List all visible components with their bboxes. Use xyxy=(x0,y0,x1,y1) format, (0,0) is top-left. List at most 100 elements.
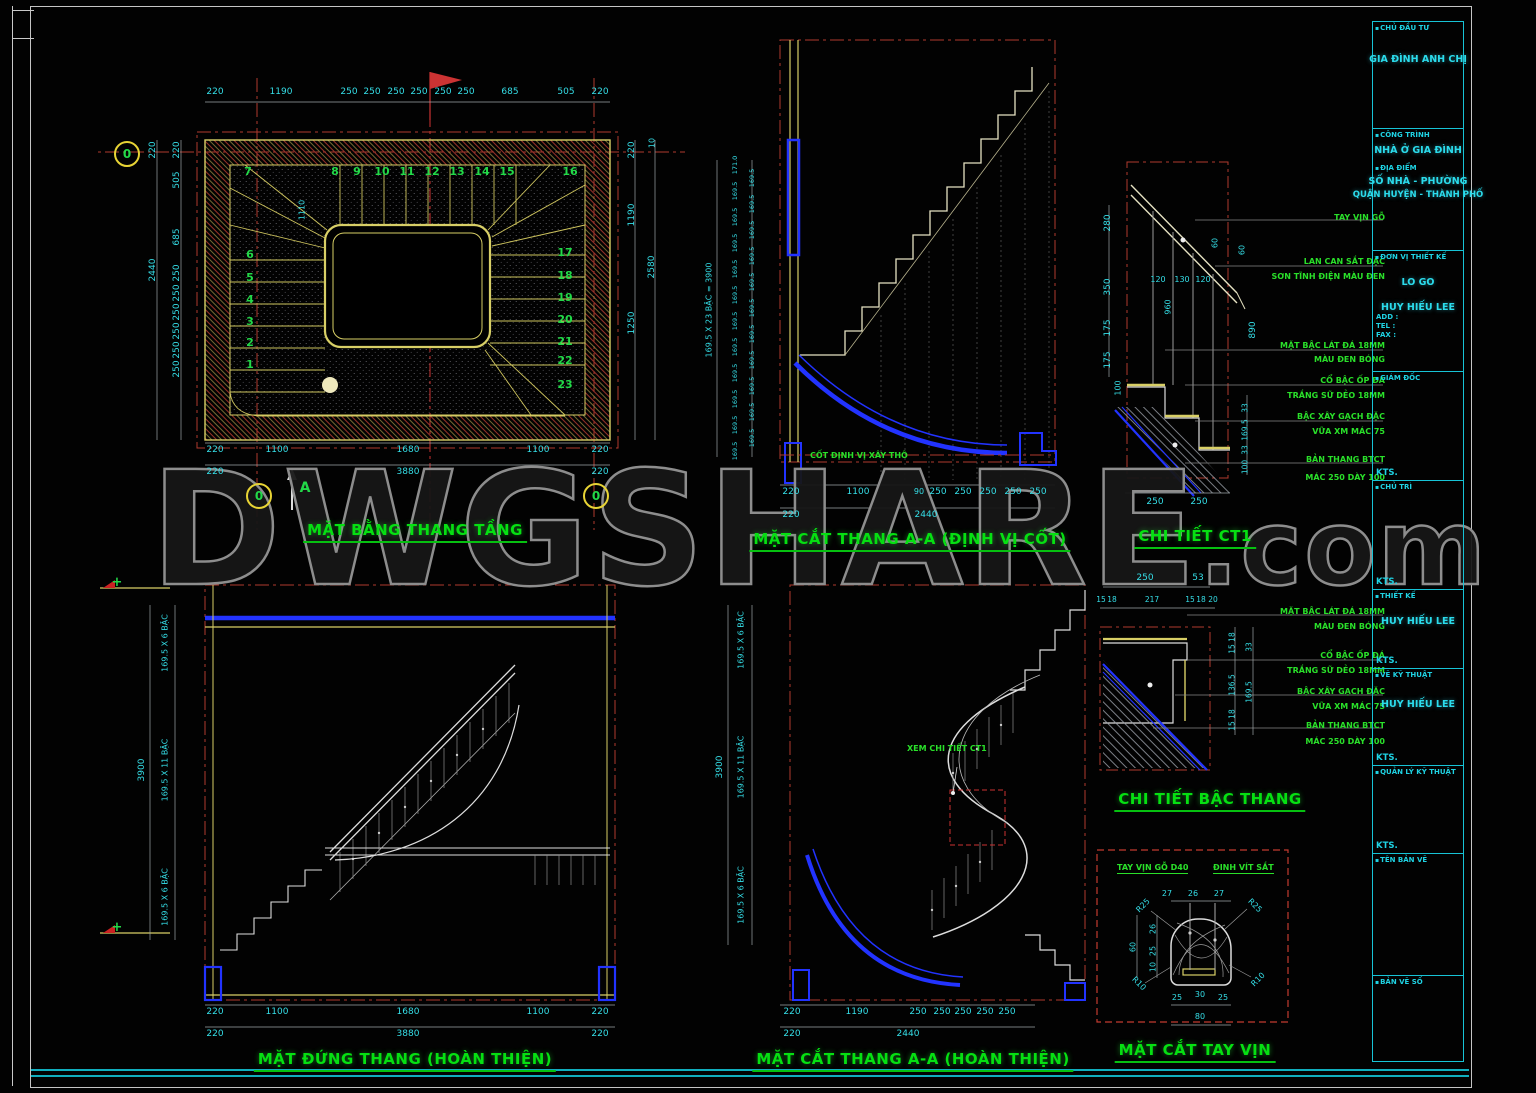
dim-label: 250 xyxy=(172,264,182,282)
label-rail-wood: TAY VỊN GỖ D40 xyxy=(1117,863,1189,874)
dim-label: 60 xyxy=(1128,941,1138,953)
label-riser-2: TRẮNG SỮ DẺO 18MM xyxy=(1287,666,1385,675)
dim-label: 175 xyxy=(1103,319,1113,337)
step-number: 22 xyxy=(557,354,573,367)
tb-cell-ve-ky-thuat: VẼ KỸ THUẬT HUY HIẾU LEE KTS. xyxy=(1372,668,1464,766)
step-number: 11 xyxy=(399,165,415,178)
tb-foot: KTS. xyxy=(1376,753,1398,763)
label-brick-2: VỮA XM MÁC 75 xyxy=(1312,427,1385,436)
frame-bottom-cyan-line-1 xyxy=(31,1069,1469,1071)
label-riser-2: TRẮNG SỮ DẺO 18MM xyxy=(1287,391,1385,400)
note-xem-chi-tiet: XEM CHI TIẾT CT1 xyxy=(907,744,987,753)
dim-label: 3900 xyxy=(715,755,725,779)
tb-value: NHÀ Ở GIA ĐÌNH xyxy=(1374,145,1462,156)
dim-label: 505 xyxy=(557,87,575,97)
dim-label: 15 18 xyxy=(1227,632,1237,654)
dim-label: 220 xyxy=(591,1007,609,1017)
tb-foot: KTS. xyxy=(1376,468,1398,478)
dim-label: 169.5 X 11 BẬC xyxy=(736,735,746,799)
dim-label: 1100 xyxy=(846,487,870,497)
step-number: 5 xyxy=(246,271,254,284)
title-block: CHỦ ĐẦU TƯ GIA ĐÌNH ANH CHỊ CÔNG TRÌNH N… xyxy=(1353,21,1483,1062)
dim-label: 2440 xyxy=(148,258,158,282)
label-slab: BẢN THANG BTCT xyxy=(1305,721,1385,730)
step-number: 4 xyxy=(246,293,254,306)
dim-label: 130 xyxy=(1174,275,1190,284)
label-brick-2: VỮA XM MÁC 75 xyxy=(1312,702,1385,711)
tb-value: HUY HIẾU LEE xyxy=(1381,616,1455,627)
dim-label: 25 xyxy=(1171,993,1183,1002)
dim-label: 33 xyxy=(1240,445,1250,455)
dim-label: 169.5 xyxy=(1240,419,1250,441)
dim-label: 15 xyxy=(1096,595,1106,604)
frame-bottom-cyan-line-2 xyxy=(31,1075,1469,1077)
dim-label: 27 xyxy=(1161,889,1173,898)
riser-dim: 169.5 xyxy=(731,415,739,435)
grid-marker-0-bottom-left: 0 xyxy=(246,483,272,509)
riser-dim: 169.5 xyxy=(748,402,756,422)
dim-label: 250 xyxy=(1146,497,1164,507)
step-number: 21 xyxy=(557,335,573,348)
tb-cell-chu-tri: CHỦ TRÌ KTS. xyxy=(1372,480,1464,590)
step-number: 23 xyxy=(557,378,573,391)
dim-label: 169.5 xyxy=(1244,681,1254,703)
tb-label: ĐỊA ĐIỂM xyxy=(1373,162,1417,172)
label-slab: BẢN THANG BTCT xyxy=(1305,455,1385,464)
riser-dim: 169.5 xyxy=(731,389,739,409)
dim-label: 250 xyxy=(172,322,182,340)
tb-label: BẢN VẼ SỐ xyxy=(1373,976,1423,986)
dim-label: 250 xyxy=(954,487,972,497)
dim-label: 220 xyxy=(782,510,800,520)
view-title-section-ht: MẶT CẮT THANG A-A (HOÀN THIỆN) xyxy=(752,1050,1074,1072)
dim-label: 120 xyxy=(1195,275,1211,284)
label-brick: BẬC XÂY GẠCH ĐẶC xyxy=(1297,412,1385,421)
tb-cell-ban-ve-so: BẢN VẼ SỐ xyxy=(1372,975,1464,1062)
dim-label: 1100 xyxy=(265,1007,289,1017)
tb-value-logo: LO GO xyxy=(1401,277,1435,288)
dim-label: 20 xyxy=(1208,595,1218,604)
step-number: 10 xyxy=(374,165,390,178)
step-number: 12 xyxy=(424,165,440,178)
tb-value-name: HUY HIẾU LEE xyxy=(1381,302,1455,313)
tb-cell-don-vi: ĐƠN VỊ THIẾT KẾ LO GO HUY HIẾU LEE ADD :… xyxy=(1372,250,1464,372)
label-slab-2: MÁC 250 DÀY 100 xyxy=(1305,473,1385,482)
dim-label: 250 xyxy=(979,487,997,497)
view-title-detail-ct1: CHI TIẾT CT1 xyxy=(1134,527,1256,549)
dim-label: 220 xyxy=(206,1007,224,1017)
detail-ct1-linework xyxy=(1108,161,1383,497)
dim-label: 10 xyxy=(1148,961,1158,973)
dim-label: 220 xyxy=(591,87,609,97)
dim-label: 220 xyxy=(783,1029,801,1039)
step-number: 9 xyxy=(353,165,361,178)
dim-label: 3880 xyxy=(396,1029,420,1039)
dim-label: 80 xyxy=(1194,1012,1206,1021)
view-detail-ct1: TAY VỊN GỖ LAN CAN SẮT ĐẶC SƠN TĨNH ĐIỆN… xyxy=(1095,145,1395,565)
dim-label: 26 xyxy=(1187,889,1199,898)
dim-label: 220 xyxy=(782,487,800,497)
riser-dim: 169.5 xyxy=(731,337,739,357)
dim-label: 175 xyxy=(1103,351,1113,369)
step-number: 19 xyxy=(557,291,573,304)
dim-label: 18 xyxy=(1107,595,1117,604)
dim-label: 169.5 X 6 BẬC xyxy=(736,866,746,924)
dim-label: 100 xyxy=(1240,459,1250,475)
dim-label: 220 xyxy=(148,141,158,159)
label-brick: BẬC XÂY GẠCH ĐẶC xyxy=(1297,687,1385,696)
dim-label: 1100 xyxy=(526,1007,550,1017)
dim-label: 3880 xyxy=(396,467,420,477)
dim-label: 60 xyxy=(1210,237,1220,249)
dim-label: 136.5 xyxy=(1227,674,1237,696)
view-section-ht: XEM CHI TIẾT CT1 3900 169.5 X 6 BẬC 169.… xyxy=(695,555,1105,1090)
dim-label: 220 xyxy=(206,87,224,97)
dim-label: 220 xyxy=(591,445,609,455)
dim-label: 169.5 X 11 BẬC xyxy=(160,738,170,802)
step-number: 7 xyxy=(244,165,252,178)
plan-linework xyxy=(95,72,685,538)
view-section-cot: CỐT ĐỊNH VỊ XÂY THÔ 171.0 169.5 169.5 16… xyxy=(695,25,1095,570)
tb-contact-tel: TEL : xyxy=(1376,322,1396,330)
riser-dim: 169.5 xyxy=(748,168,756,188)
step-number: 20 xyxy=(557,313,573,326)
dim-label: 220 xyxy=(172,141,182,159)
dim-label: 90 xyxy=(913,487,925,496)
dim-label: 250 xyxy=(1004,487,1022,497)
